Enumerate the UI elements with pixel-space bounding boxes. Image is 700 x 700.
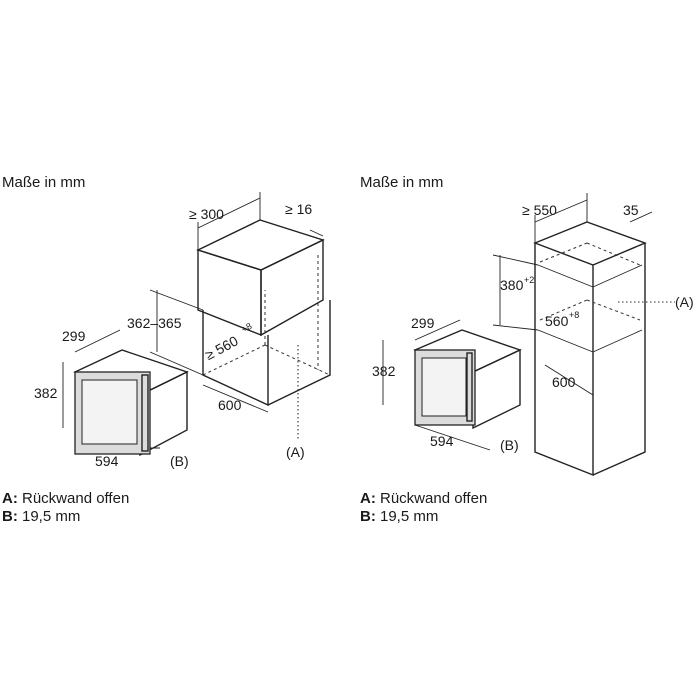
right-legend-a-key: A: <box>360 490 376 507</box>
left-cabinet-depth-label: ≥ 300 <box>189 206 224 222</box>
left-device-depth-label: 299 <box>62 328 86 344</box>
right-device-height-label: 382 <box>372 363 396 379</box>
right-legend-a-text: Rückwand offen <box>375 490 488 507</box>
right-installation-drawing: ≥ 550 35 380 +2 560 +8 600 299 382 594 (… <box>372 193 694 477</box>
right-niche-width-label: 600 <box>552 374 576 390</box>
right-legend-b-key: B: <box>360 508 376 525</box>
right-niche-depth-label: 560 <box>545 313 569 329</box>
left-microwave-device <box>73 349 189 457</box>
left-dimension-lines <box>62 192 324 449</box>
right-device-depth-label: 299 <box>411 315 435 331</box>
left-legend: A: Rückwand offen B: 19,5 mm <box>2 490 129 526</box>
left-cabinet-gap-label: ≥ 16 <box>285 201 312 217</box>
left-niche-height-label: 362–365 <box>127 315 182 331</box>
left-units-title: Maße in mm <box>2 174 86 191</box>
right-label-a: (A) <box>675 294 694 310</box>
tall-cabinet <box>533 221 675 477</box>
left-legend-a-key: A: <box>2 490 18 507</box>
right-cabinet-gap-label: 35 <box>623 202 639 218</box>
left-legend-a-text: Rückwand offen <box>17 490 130 507</box>
left-device-width-label: 594 <box>95 453 119 469</box>
right-units-title: Maße in mm <box>360 174 444 191</box>
left-label-a: (A) <box>286 444 305 460</box>
right-label-b: (B) <box>500 437 519 453</box>
left-installation-panel: Maße in mm <box>2 174 331 526</box>
right-device-width-label: 594 <box>430 433 454 449</box>
left-installation-drawing: ≥ 300 ≥ 16 362–365 ≥ 560 +8 600 299 382 … <box>34 192 331 469</box>
left-legend-b-text: 19,5 mm <box>17 508 81 525</box>
right-installation-panel: Maße in mm <box>350 0 700 700</box>
left-label-b: (B) <box>170 453 189 469</box>
left-niche-depth-tolerance: +8 <box>240 321 254 335</box>
right-niche-height-label: 380 <box>500 277 524 293</box>
right-niche-depth-tolerance: +8 <box>569 310 579 320</box>
right-dimension-lines <box>382 193 653 451</box>
right-cabinet-depth-label: ≥ 550 <box>522 202 557 218</box>
wall-cabinet <box>196 219 325 337</box>
right-legend-b-text: 19,5 mm <box>375 508 439 525</box>
left-legend-b-key: B: <box>2 508 18 525</box>
left-niche-depth-label: ≥ 560 <box>202 332 241 363</box>
right-legend: A: Rückwand offen B: 19,5 mm <box>360 490 487 526</box>
right-microwave-device <box>413 329 522 430</box>
right-niche-height-tolerance: +2 <box>524 275 534 285</box>
left-device-height-label: 382 <box>34 385 58 401</box>
left-niche-width-label: 600 <box>218 397 242 413</box>
installation-niche <box>202 255 331 440</box>
